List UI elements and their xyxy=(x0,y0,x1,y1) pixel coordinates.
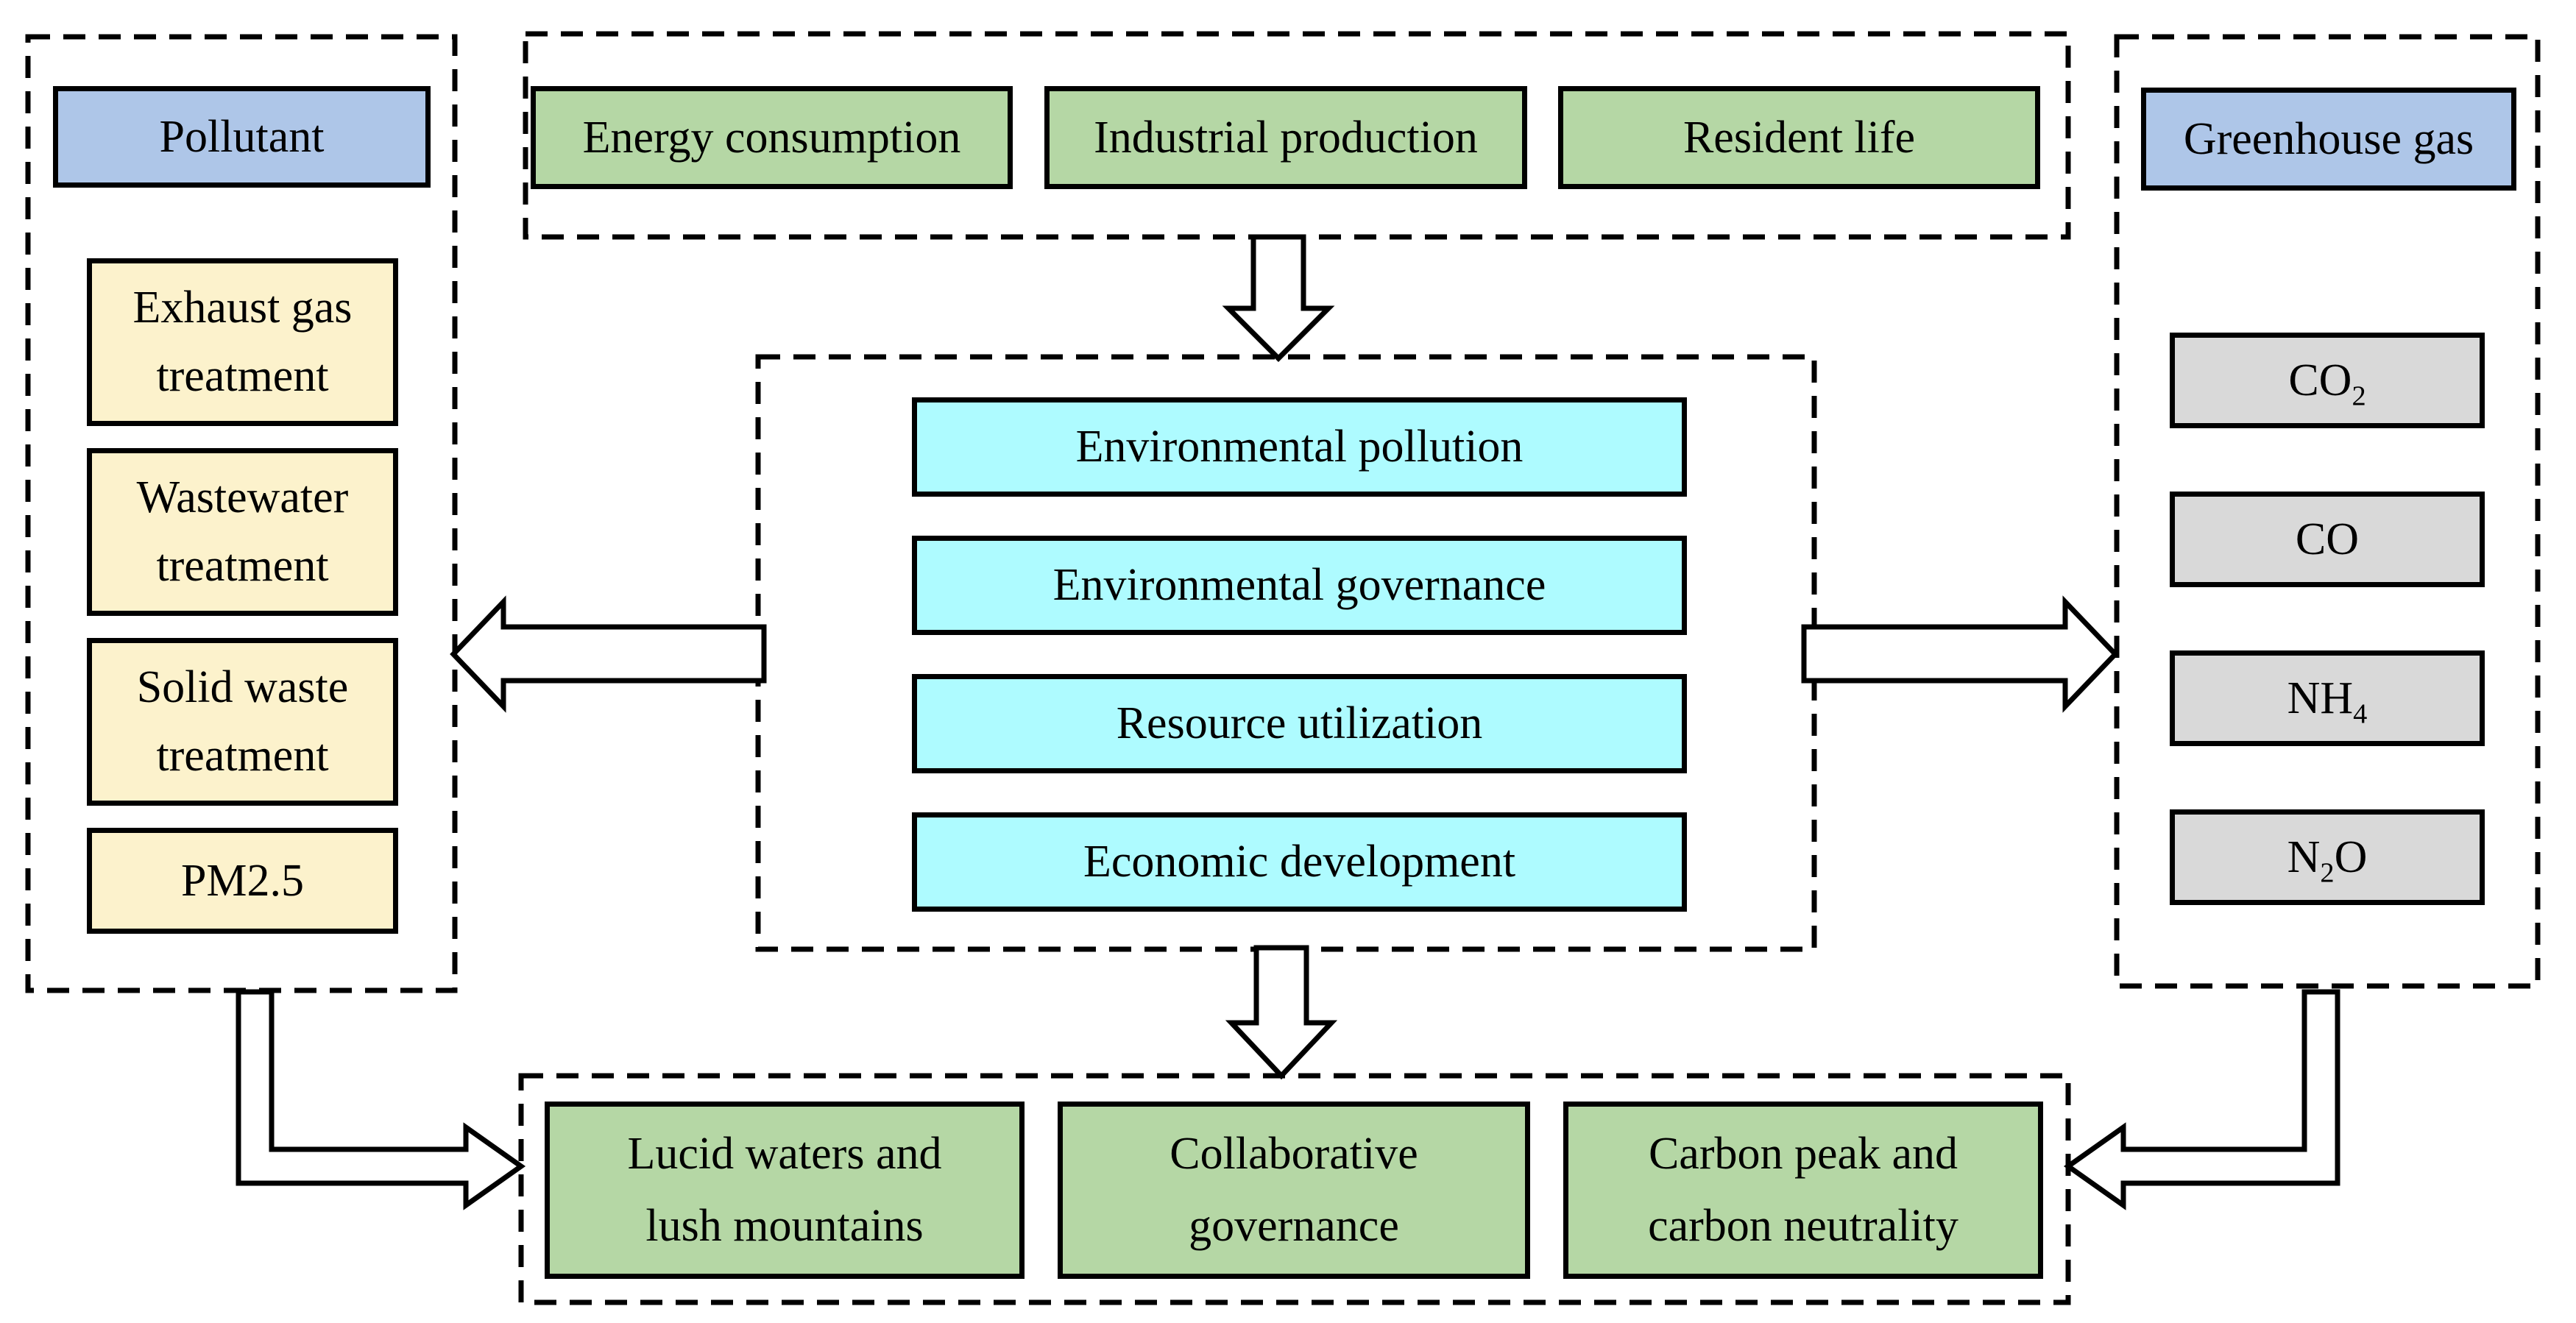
exhaust-gas-treatment-box: Exhaust gas treatment xyxy=(87,258,398,426)
box-label-line: Exhaust gas xyxy=(132,283,353,333)
economic-development-box: Economic development xyxy=(912,812,1687,912)
gas-formula: N2O xyxy=(2287,831,2368,888)
box-label-line: Resource utilization xyxy=(1116,698,1483,748)
box-label-line: Energy consumption xyxy=(582,112,961,163)
industrial-production-box: Industrial production xyxy=(1044,86,1527,189)
arrow-sources-to-core-icon xyxy=(1222,234,1335,362)
box-label-line: governance xyxy=(1189,1200,1399,1251)
pollutant-header-label: Pollutant xyxy=(159,111,325,162)
box-label-line: Industrial production xyxy=(1094,112,1478,163)
box-label-line: carbon neutrality xyxy=(1648,1200,1958,1251)
solid-waste-treatment-box: Solid waste treatment xyxy=(87,638,398,806)
energy-consumption-box: Energy consumption xyxy=(531,86,1013,189)
greenhouse-gas-header: Greenhouse gas xyxy=(2141,88,2516,191)
box-label-line: lush mountains xyxy=(645,1200,924,1251)
arrow-pollutant-to-goals-icon xyxy=(236,989,526,1210)
pollutant-header: Pollutant xyxy=(53,86,431,188)
box-label-line: Collaborative xyxy=(1170,1128,1418,1179)
greenhouse-header-label: Greenhouse gas xyxy=(2183,113,2474,164)
box-label-line: treatment xyxy=(156,731,329,781)
greenhouse-panel-border xyxy=(2114,34,2541,989)
co2-box: CO2 xyxy=(2170,333,2485,428)
resident-life-box: Resident life xyxy=(1558,86,2040,189)
co-box: CO xyxy=(2170,492,2485,587)
box-label-line: Environmental pollution xyxy=(1075,422,1524,472)
arrow-core-to-goals-icon xyxy=(1225,945,1338,1080)
box-label-line: Environmental governance xyxy=(1052,560,1546,610)
nh4-box: NH4 xyxy=(2170,650,2485,746)
collaborative-governance-box: Collaborative governance xyxy=(1058,1102,1530,1279)
box-label-line: Solid waste xyxy=(136,662,349,712)
n2o-box: N2O xyxy=(2170,809,2485,905)
gas-formula: NH4 xyxy=(2287,673,2368,729)
resource-utilization-box: Resource utilization xyxy=(912,674,1687,773)
arrow-core-to-greenhouse-icon xyxy=(1801,595,2119,713)
box-label-line: Wastewater xyxy=(136,472,349,522)
box-label-line: treatment xyxy=(156,351,329,401)
box-label-line: Lucid waters and xyxy=(627,1128,942,1179)
wastewater-treatment-box: Wastewater treatment xyxy=(87,448,398,616)
environmental-governance-box: Environmental governance xyxy=(912,536,1687,635)
box-label-line: Carbon peak and xyxy=(1648,1128,1958,1179)
gas-formula: CO xyxy=(2295,514,2360,564)
box-label-line: PM2.5 xyxy=(180,855,305,906)
environmental-pollution-box: Environmental pollution xyxy=(912,397,1687,497)
pm25-box: PM2.5 xyxy=(87,828,398,934)
box-label-line: treatment xyxy=(156,541,329,591)
gas-formula: CO2 xyxy=(2288,355,2366,411)
arrow-greenhouse-to-goals-icon xyxy=(2063,989,2340,1210)
goals-panel-border xyxy=(518,1073,2071,1305)
carbon-peak-neutrality-box: Carbon peak and carbon neutrality xyxy=(1563,1102,2043,1279)
box-label-line: Economic development xyxy=(1083,837,1516,887)
arrow-core-to-pollutant-icon xyxy=(450,595,767,713)
box-label-line: Resident life xyxy=(1682,112,1916,163)
lucid-waters-box: Lucid waters and lush mountains xyxy=(545,1102,1025,1279)
